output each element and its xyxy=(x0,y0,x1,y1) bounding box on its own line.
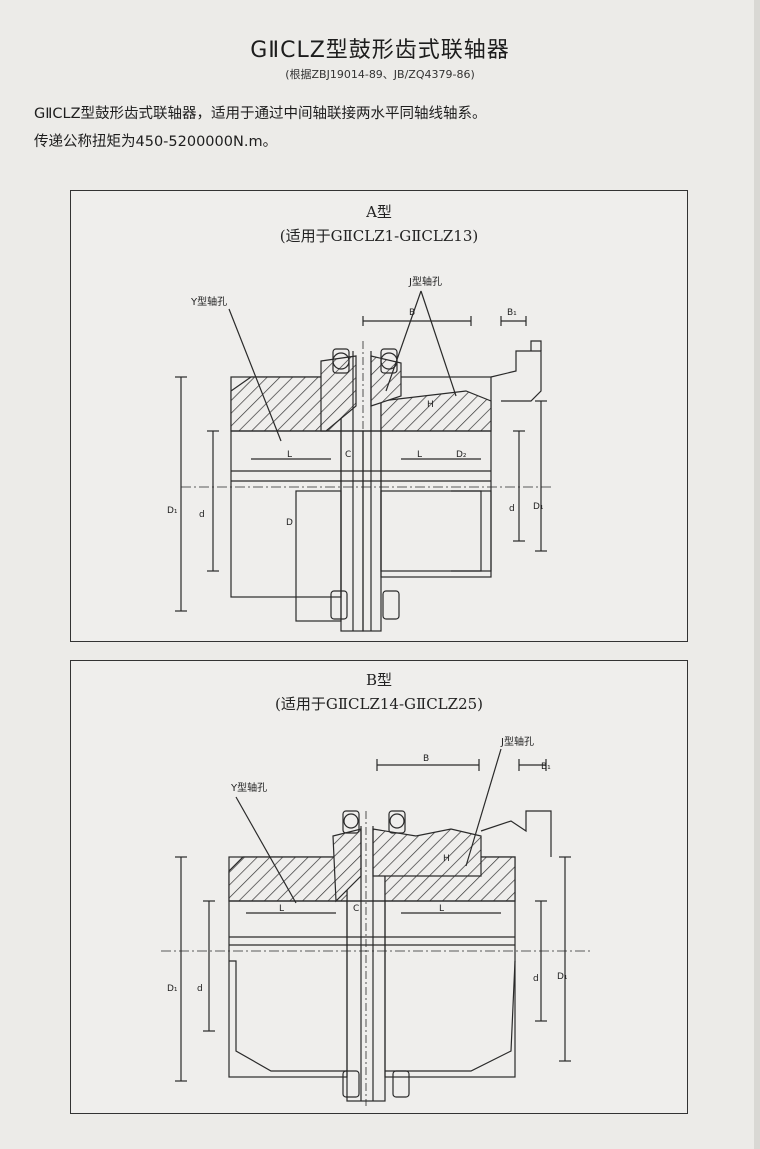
type-b-dim-h: H xyxy=(443,854,450,864)
type-a-subtitle: (适用于GⅡCLZ1-GⅡCLZ13) xyxy=(279,227,479,245)
type-b-panel: B型 (适用于GⅡCLZ14-GⅡCLZ25) xyxy=(70,660,688,1114)
type-a-dim-d-center: D xyxy=(286,518,293,528)
type-b-coupling-drawing: Y型轴孔 J型轴孔 B B₁ L C L D₁ d d D₁ H xyxy=(161,735,591,1106)
type-a-dim-b1: B₁ xyxy=(507,308,517,318)
type-a-coupling-drawing: Y型轴孔 J型轴孔 B B₁ L C L D₂ D₁ d D d D₁ H xyxy=(167,275,551,632)
type-a-dim-b: B xyxy=(409,308,415,318)
type-b-dim-b1: B₁ xyxy=(541,762,551,772)
intro-line-1: GⅡCLZ型鼓形齿式联轴器，适用于通过中间轴联接两水平同轴线轴系。 xyxy=(34,106,487,122)
type-a-dim-h: H xyxy=(427,400,434,410)
type-b-dim-b: B xyxy=(423,754,429,764)
type-b-dim-c: C xyxy=(353,904,359,914)
type-a-dim-d2: D₂ xyxy=(456,450,467,460)
type-b-subtitle: (适用于GⅡCLZ14-GⅡCLZ25) xyxy=(274,695,484,713)
type-b-dim-d-left: d xyxy=(197,984,203,994)
type-b-dim-l-left: L xyxy=(279,904,284,914)
type-b-dim-d1-right: D₁ xyxy=(557,972,568,982)
type-b-dim-d-right: d xyxy=(533,974,539,984)
type-a-dim-l-right: L xyxy=(417,450,422,460)
intro-line-2: 传递公称扭矩为450-5200000N.m。 xyxy=(34,134,278,150)
type-a-dim-d1-right: D₁ xyxy=(533,502,544,512)
type-a-dim-d-left: d xyxy=(199,510,205,520)
type-b-dim-l-right: L xyxy=(439,904,444,914)
type-a-j-bore-label: J型轴孔 xyxy=(408,275,442,288)
type-b-title: B型 xyxy=(365,671,393,689)
type-a-panel: A型 (适用于GⅡCLZ1-GⅡCLZ13) xyxy=(70,190,688,642)
standard-reference: (根据ZBJ19014-89、JB/ZQ4379-86) xyxy=(285,68,475,81)
type-a-y-bore-label: Y型轴孔 xyxy=(190,295,227,308)
type-b-y-bore-label: Y型轴孔 xyxy=(230,781,267,794)
type-b-j-bore-label: J型轴孔 xyxy=(500,735,534,748)
page-edge-shadow xyxy=(754,0,760,1149)
type-a-dim-d1-left: D₁ xyxy=(167,506,178,516)
type-b-dim-d1-left: D₁ xyxy=(167,984,178,994)
intro-text: GⅡCLZ型鼓形齿式联轴器，适用于通过中间轴联接两水平同轴线轴系。 传递公称扭矩… xyxy=(34,100,734,156)
page-title: GⅡCLZ型鼓形齿式联轴器 xyxy=(250,38,510,63)
type-a-dim-c: C xyxy=(345,450,351,460)
type-a-dim-l-left: L xyxy=(287,450,292,460)
type-a-title: A型 xyxy=(366,203,392,221)
type-a-dim-d-right: d xyxy=(509,504,515,514)
